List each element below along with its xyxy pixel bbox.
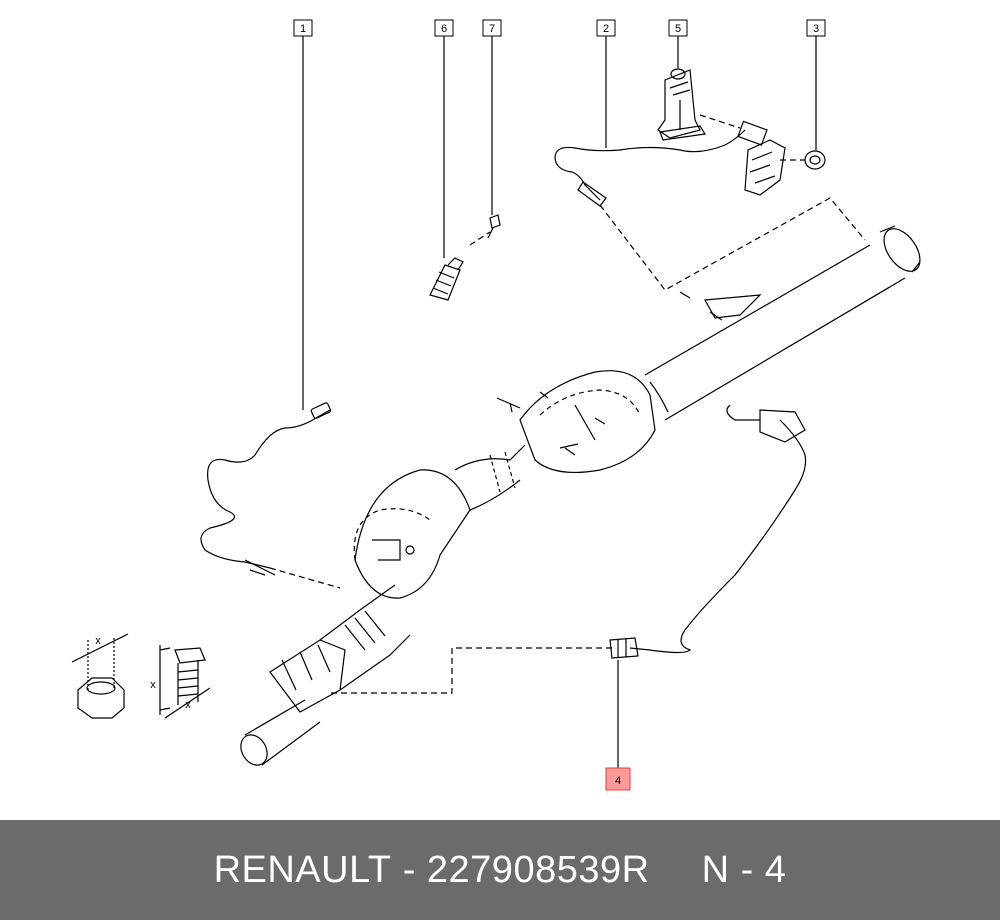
svg-text:4: 4 xyxy=(615,775,621,787)
bolt-diameter-label: x xyxy=(185,699,191,711)
callout-3: 3 xyxy=(806,19,826,37)
sensor-connector xyxy=(744,139,826,196)
oxygen-sensor-4 xyxy=(609,404,807,659)
leader-lines xyxy=(302,36,817,770)
oxygen-sensor-2 xyxy=(554,120,768,207)
callout-7: 7 xyxy=(482,19,502,37)
callout-6: 6 xyxy=(434,19,454,37)
callout-4-highlighted: 4 xyxy=(605,767,631,791)
svg-text:6: 6 xyxy=(441,23,447,35)
callout-1: 1 xyxy=(293,19,313,37)
callout-2: 2 xyxy=(596,19,616,37)
fastener-legend xyxy=(71,633,211,719)
brand-name: RENAULT xyxy=(213,848,392,891)
stud-bolt xyxy=(487,214,501,239)
callout-5: 5 xyxy=(668,19,688,37)
svg-text:5: 5 xyxy=(675,23,681,35)
temperature-sensor xyxy=(429,257,464,301)
assembly-guides xyxy=(269,114,866,694)
footer-dash: - xyxy=(402,848,416,891)
part-number: 227908539R xyxy=(426,848,650,891)
svg-text:7: 7 xyxy=(489,23,495,35)
sensor-bracket xyxy=(657,68,706,141)
oxygen-sensor-1 xyxy=(200,402,332,576)
nut-dimension-label: x xyxy=(95,635,101,647)
position-number: N - 4 xyxy=(701,848,787,891)
part-info-footer: RENAULT - 227908539R N - 4 xyxy=(0,820,1000,920)
svg-text:1: 1 xyxy=(300,23,306,35)
exhaust-assembly xyxy=(240,225,921,766)
svg-text:2: 2 xyxy=(603,23,609,35)
exhaust-parts-diagram: 1 6 7 2 5 3 4 x x x xyxy=(71,19,921,791)
svg-text:3: 3 xyxy=(813,23,819,35)
bolt-length-label: x xyxy=(150,679,156,691)
